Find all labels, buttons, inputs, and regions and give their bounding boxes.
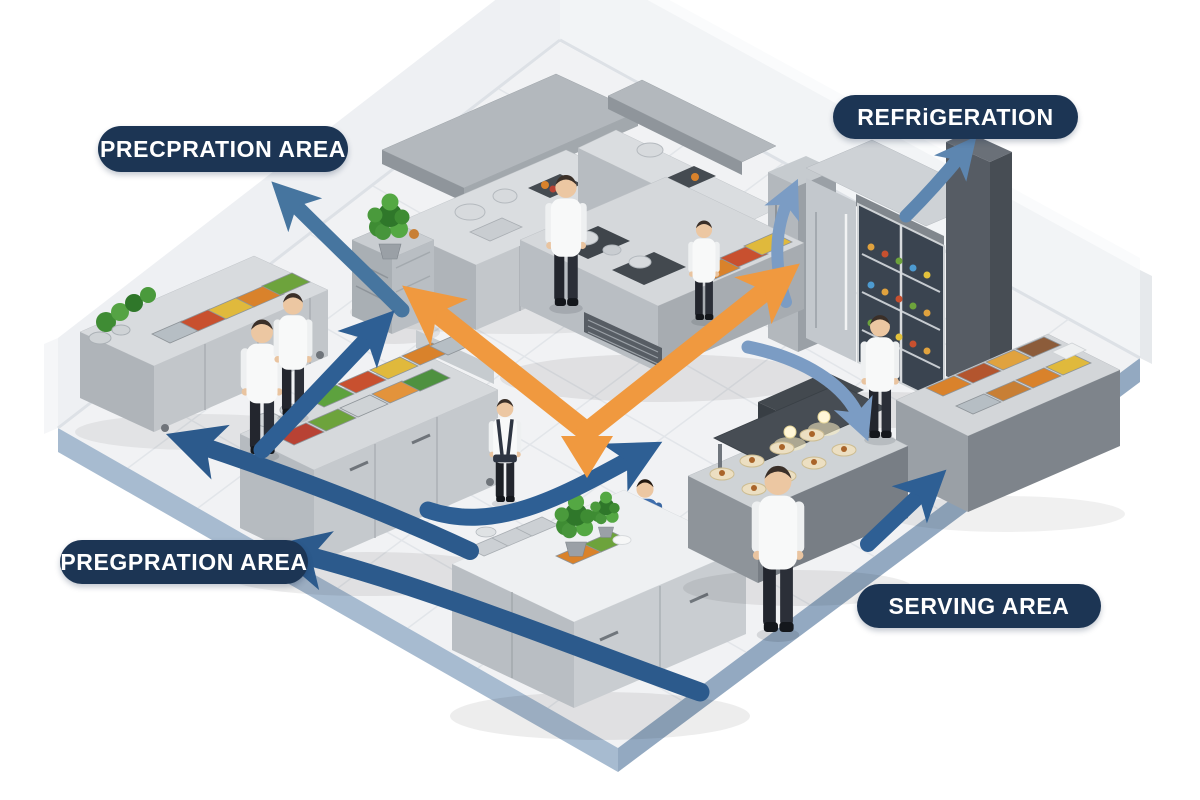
serving-station [683, 372, 913, 606]
arrow-pass-to-serving [419, 441, 663, 526]
arrow-to-preparation-label [271, 181, 410, 318]
fridge-food [867, 243, 931, 355]
arrow-prep-to-cookline [253, 310, 395, 459]
plated-dishes [709, 428, 857, 496]
arrow-station-curve-down [741, 340, 873, 442]
label-preparation-area-top: PRECPRATION AREA [98, 126, 348, 172]
arrow-serving-up [860, 469, 947, 552]
arrow-flow-long-left [267, 531, 710, 702]
label-serving-area: SERVING AREA [857, 584, 1101, 628]
arrow-flow-up-left [165, 424, 479, 560]
shelving-unit [350, 221, 440, 344]
arrow-to-refrigeration-label [899, 136, 977, 223]
flow-arrows [165, 136, 977, 702]
label-preparation-area-bottom: PREGPRATION AREA [60, 540, 308, 584]
arrow-orange-v-flow [402, 263, 800, 478]
label-refrigeration: REFRiGERATION [833, 95, 1078, 139]
